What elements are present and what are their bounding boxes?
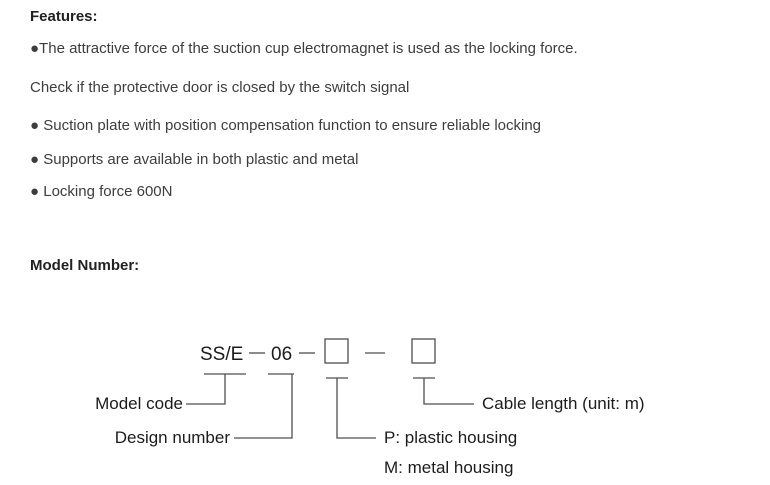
metal-housing-label: M: metal housing xyxy=(384,458,513,477)
feature-line: ● Locking force 600N xyxy=(30,183,173,200)
cable-length-label: Cable length (unit: m) xyxy=(482,394,645,413)
cable-length-box xyxy=(411,338,436,364)
plastic-housing-label: P: plastic housing xyxy=(384,428,517,447)
model-code-connector xyxy=(186,374,226,405)
model-number-heading: Model Number: xyxy=(30,257,140,274)
feature-line: ●The attractive force of the suction cup… xyxy=(30,40,578,57)
feature-line: Check if the protective door is closed b… xyxy=(30,79,410,96)
design-number-connector xyxy=(234,374,293,439)
design-number-text: 06 xyxy=(271,344,292,365)
feature-line: ● Supports are available in both plastic… xyxy=(30,151,359,168)
feature-line: ● Suction plate with position compensati… xyxy=(30,117,542,134)
model-number-diagram: SS/E 06 Model code Design number P: plas… xyxy=(95,338,645,477)
housing-connector xyxy=(336,378,376,439)
cable-length-connector xyxy=(423,378,474,405)
features-heading: Features: xyxy=(30,8,98,25)
model-code-label: Model code xyxy=(95,394,183,413)
model-prefix-text: SS/E xyxy=(200,344,243,365)
housing-option-box xyxy=(324,338,349,364)
design-number-label: Design number xyxy=(115,428,231,447)
